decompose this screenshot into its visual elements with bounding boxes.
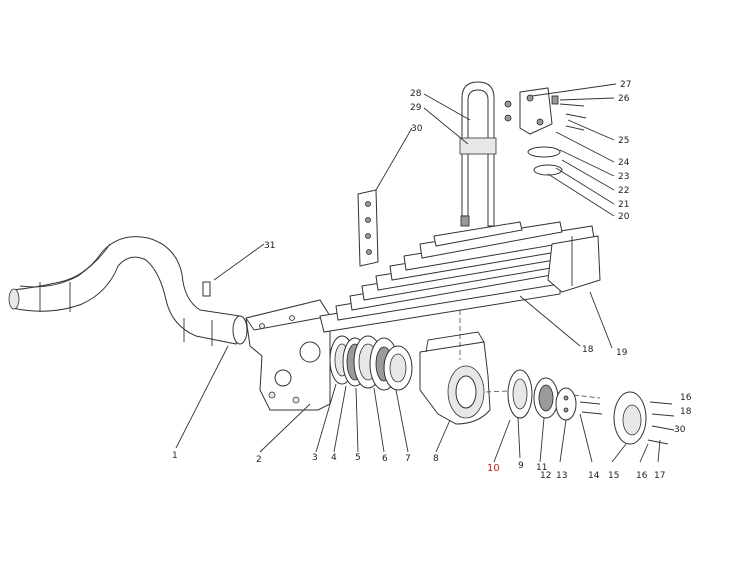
callout-labels: 1 2 3 4 5 6 7 8 9 10 11 12 13 14 15 16 1… xyxy=(172,80,692,481)
callout-10: 10 xyxy=(487,463,500,474)
leader-lines xyxy=(175,83,661,463)
callout-30-secondary: 30 xyxy=(674,425,686,435)
bracket-assembly xyxy=(504,87,587,176)
callout-2: 2 xyxy=(256,455,262,465)
parts-3-7-seals-bearings xyxy=(329,335,413,391)
callout-20: 20 xyxy=(618,212,630,222)
callout-17: 17 xyxy=(654,471,665,481)
callout-3: 3 xyxy=(312,453,318,463)
callout-27: 27 xyxy=(620,80,631,90)
parts-9-15-hub-assembly xyxy=(507,369,675,445)
callout-16-secondary: 16 xyxy=(680,393,692,403)
callout-18-secondary: 18 xyxy=(582,345,594,355)
callout-31: 31 xyxy=(264,241,275,251)
part-31-pin xyxy=(202,281,211,297)
callout-5: 5 xyxy=(355,453,361,463)
callout-19: 19 xyxy=(616,348,628,358)
part-2-axle-housing xyxy=(245,299,331,411)
callout-12: 12 xyxy=(540,471,551,481)
callout-7: 7 xyxy=(405,454,411,464)
callout-21: 21 xyxy=(618,200,629,210)
part-1-axle-tube xyxy=(8,236,248,346)
callout-14: 14 xyxy=(588,471,600,481)
callout-26: 26 xyxy=(618,94,630,104)
part-28-u-bolt xyxy=(459,81,497,227)
callout-28: 28 xyxy=(410,89,422,99)
callout-23: 23 xyxy=(618,172,629,182)
callout-1: 1 xyxy=(172,451,178,461)
callout-8: 8 xyxy=(433,454,439,464)
leaf-spring-pack xyxy=(319,221,601,333)
callout-4: 4 xyxy=(331,453,337,463)
callout-24: 24 xyxy=(618,158,630,168)
callout-11: 11 xyxy=(536,463,547,473)
part-8-spring-seat xyxy=(419,331,491,425)
callout-16: 16 xyxy=(636,471,648,481)
callout-22: 22 xyxy=(618,186,629,196)
callout-13: 13 xyxy=(556,471,567,481)
callout-18: 18 xyxy=(680,407,692,417)
part-30-spring-plate xyxy=(357,189,379,267)
callout-9: 9 xyxy=(518,461,524,471)
callout-30: 30 xyxy=(411,124,423,134)
callout-15: 15 xyxy=(608,471,619,481)
callout-6: 6 xyxy=(382,454,388,464)
callout-25: 25 xyxy=(618,136,629,146)
callout-29: 29 xyxy=(410,103,422,113)
